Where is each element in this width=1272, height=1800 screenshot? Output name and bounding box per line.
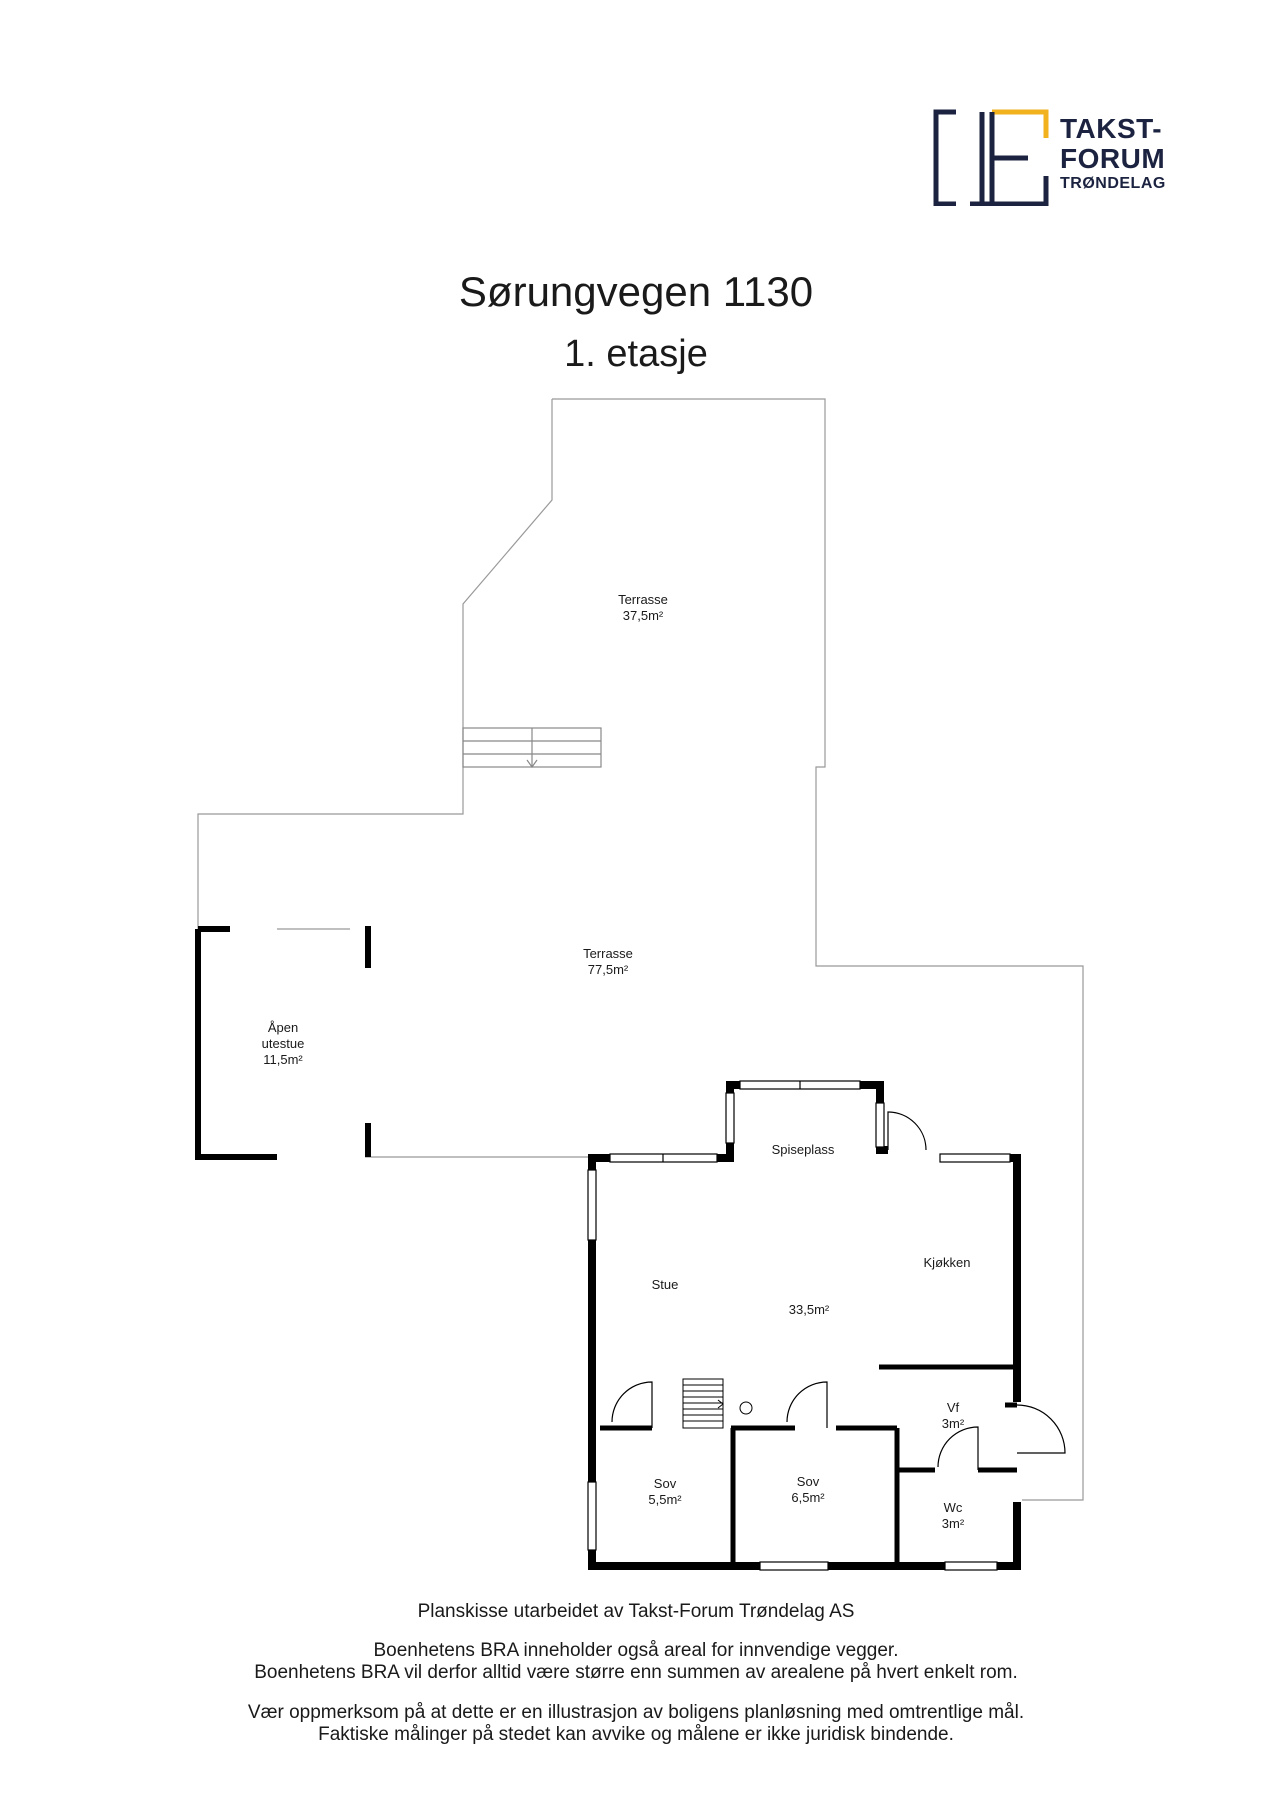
area-terrasse-main: 77,5m² bbox=[588, 962, 629, 977]
footer-note-1: Vær oppmerksom på at dette er en illustr… bbox=[247, 1702, 1025, 1723]
area-wc: 3m² bbox=[942, 1516, 965, 1531]
area-main: 33,5m² bbox=[789, 1302, 830, 1317]
label-sov1: Sov bbox=[654, 1476, 677, 1491]
interior-walls bbox=[600, 1364, 1017, 1566]
label-spiseplass: Spiseplass bbox=[772, 1142, 835, 1157]
area-terrasse-top: 37,5m² bbox=[623, 608, 664, 623]
label-utestue-1: Åpen bbox=[268, 1020, 298, 1035]
area-sov2: 6,5m² bbox=[791, 1490, 825, 1505]
doors bbox=[611, 1111, 1066, 1470]
windows bbox=[587, 1080, 1011, 1571]
area-sov1: 5,5m² bbox=[648, 1492, 682, 1507]
label-sov2: Sov bbox=[797, 1474, 820, 1489]
label-utestue-2: utestue bbox=[262, 1036, 305, 1051]
label-terrasse-top: Terrasse bbox=[618, 592, 668, 607]
logo-line3: TRØNDELAG bbox=[1060, 175, 1166, 192]
terrace-outline bbox=[197, 398, 1084, 1501]
logo-wordmark: TAKST- FORUM TRØNDELAG bbox=[1060, 114, 1166, 194]
label-kjokken: Kjøkken bbox=[924, 1255, 971, 1270]
terrace-stairs bbox=[462, 727, 602, 769]
footer-credit: Planskisse utarbeidet av Takst-Forum Trø… bbox=[417, 1601, 855, 1622]
utestue-walls bbox=[195, 926, 371, 1160]
label-vf: Vf bbox=[947, 1400, 960, 1415]
takst-forum-logo-icon bbox=[933, 109, 1049, 206]
footer-note-2: Faktiske målinger på stedet kan avvike o… bbox=[318, 1724, 954, 1745]
label-wc: Wc bbox=[944, 1500, 963, 1515]
logo-line1: TAKST- bbox=[1060, 113, 1163, 144]
label-stue: Stue bbox=[652, 1277, 679, 1292]
logo-line2: FORUM bbox=[1060, 143, 1166, 174]
page-title: Sørungvegen 1130 bbox=[458, 268, 814, 315]
area-utestue: 11,5m² bbox=[263, 1052, 303, 1067]
area-vf: 3m² bbox=[942, 1416, 965, 1431]
floor-subtitle: 1. etasje bbox=[564, 333, 708, 375]
footer-bra-1: Boenhetens BRA inneholder også areal for… bbox=[373, 1640, 899, 1661]
footer-bra-2: Boenhetens BRA vil derfor alltid være st… bbox=[254, 1662, 1018, 1683]
label-terrasse-main: Terrasse bbox=[583, 946, 633, 961]
interior-stairs bbox=[682, 1378, 753, 1429]
